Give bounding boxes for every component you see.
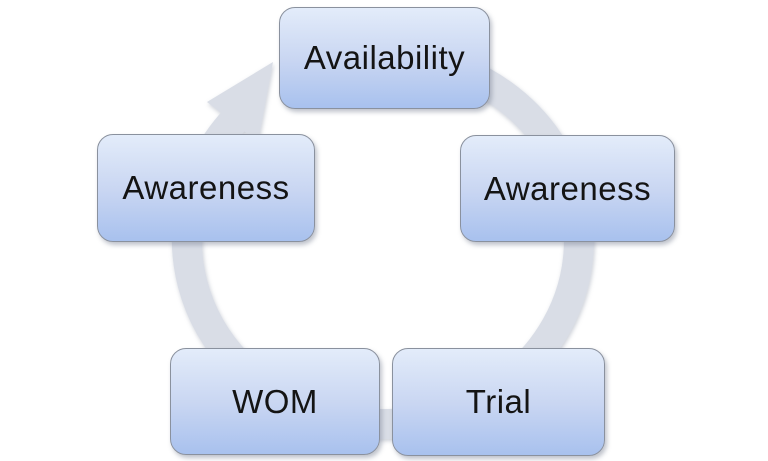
- node-awareness-right: Awareness: [460, 135, 675, 242]
- node-wom: WOM: [170, 348, 380, 455]
- node-availability: Availability: [279, 7, 490, 109]
- node-awareness-left-label: Awareness: [122, 169, 290, 206]
- node-availability-label: Availability: [303, 39, 466, 76]
- node-trial-label: Trial: [465, 383, 532, 420]
- node-awareness-left: Awareness: [97, 134, 315, 242]
- node-wom-label: WOM: [232, 382, 318, 420]
- node-trial: Trial: [392, 348, 605, 456]
- node-awareness-right-label: Awareness: [483, 169, 652, 207]
- cycle-arrow-arrowhead-icon: [207, 62, 273, 142]
